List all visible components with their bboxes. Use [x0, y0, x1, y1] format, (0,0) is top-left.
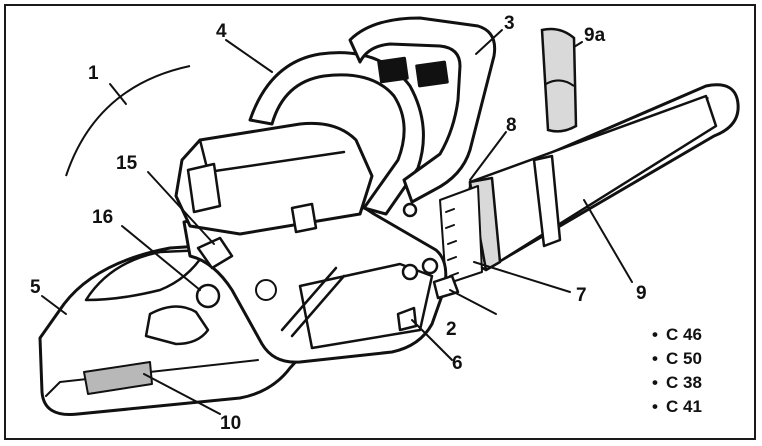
fuel-primer [195, 283, 221, 309]
callout-1: 1 [88, 63, 99, 84]
leader-5 [41, 295, 67, 315]
bar-cover-strap [532, 154, 562, 248]
leader-7 [473, 261, 571, 293]
top-cover-clips [186, 162, 222, 214]
leader-16 [121, 225, 201, 291]
callout-6: 6 [452, 353, 463, 374]
model-name: C 46 [666, 325, 702, 344]
chain-teeth [445, 208, 459, 277]
rotation-arc [65, 65, 191, 177]
leader-1 [109, 83, 127, 105]
hand-guard [348, 16, 497, 204]
leader-6 [411, 319, 453, 361]
front-handle [248, 51, 425, 216]
model-name: C 50 [666, 349, 702, 368]
callout-9: 9 [636, 283, 647, 304]
top-cover [174, 121, 374, 236]
label-plate [83, 361, 153, 395]
rear-handle-opening [144, 305, 210, 346]
callout-9a: 9a [584, 25, 606, 46]
cover-latch [290, 202, 318, 234]
bullet: • [652, 373, 658, 392]
leader-3 [475, 29, 503, 55]
model-row-3: • C 38 [652, 371, 702, 395]
rear-handle-lower [45, 359, 259, 397]
leader-2 [449, 289, 497, 315]
callout-15: 15 [116, 153, 138, 174]
bar-nut-2 [421, 257, 439, 275]
bullet: • [652, 325, 658, 344]
bumper-spike [432, 274, 460, 300]
leader-10 [143, 373, 221, 415]
model-name: C 41 [666, 397, 702, 416]
model-row-4: • C 41 [652, 395, 702, 419]
leader-15 [147, 171, 215, 245]
model-row-1: • C 46 [652, 323, 702, 347]
callout-7: 7 [576, 285, 587, 306]
callout-8: 8 [506, 115, 517, 136]
figure-frame [4, 4, 756, 440]
callout-10: 10 [220, 413, 242, 434]
housing-vent [280, 266, 346, 338]
spare-bar-notch [545, 79, 575, 87]
hand-guard-slot-2 [415, 60, 449, 88]
bullet: • [652, 349, 658, 368]
bar-nut-1 [401, 263, 419, 281]
callout-3: 3 [504, 13, 515, 34]
leader-8 [469, 131, 507, 181]
callout-2: 2 [446, 319, 457, 340]
chain-tensioner [402, 202, 418, 218]
model-list: • C 46 • C 50 • C 38 • C 41 [652, 323, 702, 419]
starter-pulley [255, 279, 277, 301]
hand-guard-slot-1 [377, 56, 409, 84]
callout-5: 5 [30, 277, 41, 298]
model-row-2: • C 50 [652, 347, 702, 371]
leader-9 [583, 199, 633, 283]
chain-catcher [396, 306, 418, 332]
leader-4 [225, 39, 273, 73]
callout-4: 4 [216, 21, 227, 42]
bullet: • [652, 397, 658, 416]
callout-16: 16 [92, 207, 114, 228]
rear-handle-grip [84, 248, 208, 302]
model-name: C 38 [666, 373, 702, 392]
